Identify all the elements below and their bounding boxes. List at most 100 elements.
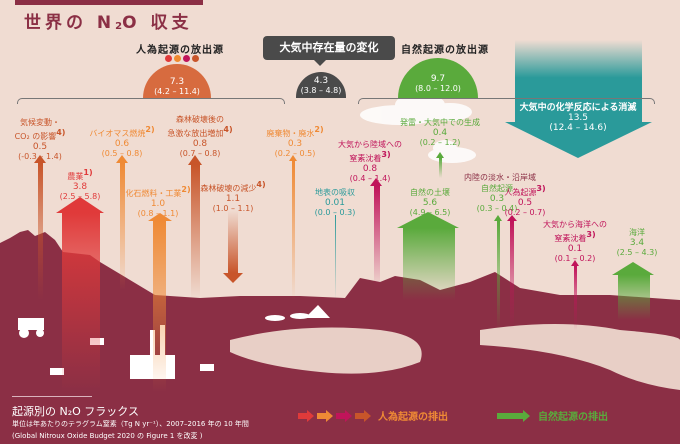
ocean-deposition-arrow xyxy=(570,260,580,330)
anthropogenic-legend-label: 人為起源の排出 xyxy=(378,412,448,423)
flux-range: (0.2 – 0.7) xyxy=(504,208,546,217)
legend-arrow-icon xyxy=(355,410,371,422)
anthropogenic-header: 人為起源の放出源 xyxy=(136,45,224,56)
inland-header: 内陸の淡水・沿岸域 xyxy=(464,173,536,182)
ocean-deposition-label: 大気から海洋への窒素沈着3)0.1(0.1 – 0.2) xyxy=(543,220,607,264)
flux-name: 気候変動・ xyxy=(20,118,60,127)
sink-arrow xyxy=(515,40,642,124)
climate-label: 気候変動・CO₂ の影響4)0.5(-0.3 – 1.4) xyxy=(15,118,66,162)
natural-legend-arrow xyxy=(497,410,530,422)
flux-range: (-0.3 – 1.4) xyxy=(18,152,62,161)
sink-arrow-head xyxy=(505,122,652,158)
category-dot xyxy=(165,55,172,62)
flux-name: 森林破壊後の xyxy=(175,115,224,124)
flux-value: 0.8 xyxy=(362,164,378,174)
deforest-reduction-label: 森林破壊の減少4) 1.1(1.0 – 1.1) xyxy=(200,180,265,214)
lightning-arrow xyxy=(435,152,445,178)
flux-name: 人為起源 xyxy=(504,188,537,197)
flux-name: 廃棄物・廃水 xyxy=(266,129,315,138)
header-pointer xyxy=(314,60,326,66)
waste-label: 廃棄物・廃水2)0.3(0.2 – 0.5) xyxy=(266,125,323,159)
flux-name: 自然の土壌 xyxy=(410,188,450,197)
natural-header: 自然起源の放出源 xyxy=(401,45,489,56)
flux-value: 0.3 xyxy=(489,194,505,204)
land-deposition-arrow xyxy=(370,178,384,290)
biomass-arrow xyxy=(116,155,128,290)
ocean-arrow xyxy=(612,262,655,320)
flux-name: 地表の吸収 xyxy=(315,188,355,197)
flux-range: (0.8 – 1.1) xyxy=(137,209,179,218)
flux-value: 3.8 xyxy=(72,182,88,192)
anthropogenic-legend-arrows xyxy=(298,410,371,422)
flux-name: 森林破壊の減少 xyxy=(200,184,257,193)
post-deforest-arrow xyxy=(187,155,203,300)
legend-unit: 単位は年あたりのテラグラム窒素（Tg N yr⁻¹）、2007–2016 年の … xyxy=(12,420,249,428)
tractor xyxy=(18,318,44,338)
footnote-mark: 3) xyxy=(536,184,546,193)
atmosphere-change-total: 4.3(3.8 – 4.8) xyxy=(296,72,346,98)
flux-range: (0.4 – 1.4) xyxy=(349,174,391,183)
anthropogenic-bracket xyxy=(17,98,285,104)
category-dot xyxy=(174,55,181,62)
flux-value: 1.1 xyxy=(225,194,241,204)
flux-range: (2.5 – 5.8) xyxy=(59,192,101,201)
footnote-mark: 2) xyxy=(145,125,155,134)
atmosphere-change-header: 大気中存在量の変化 xyxy=(263,36,395,60)
flux-value: 0.5 xyxy=(517,198,533,208)
flux-name: 農業 xyxy=(67,172,84,181)
flux-range: (0.5 – 0.8) xyxy=(101,149,143,158)
flux-value: 0.6 xyxy=(114,139,130,149)
flux-name: 化石燃料・工業 xyxy=(125,189,182,198)
flux-name: 大気から海洋への xyxy=(543,220,607,229)
waste-arrow xyxy=(288,155,298,300)
title-bar xyxy=(15,0,203,5)
flux-name: CO₂ の影響 xyxy=(14,132,57,141)
biomass-label: バイオマス燃焼2) 0.6(0.5 – 0.8) xyxy=(89,125,154,159)
flux-value: 0.3 xyxy=(287,139,303,149)
footnote-mark: 3) xyxy=(381,150,391,159)
flux-name: 大気から陸域への xyxy=(338,140,402,149)
flux-value: 0.8 xyxy=(192,139,208,149)
flux-value: 0.01 xyxy=(324,198,346,208)
flux-name: 自然起源 xyxy=(481,184,513,193)
flux-range: (1.0 – 1.1) xyxy=(212,204,254,213)
flux-range: (0.0 – 0.3) xyxy=(314,208,356,217)
inland-anthro-arrow xyxy=(506,215,517,330)
lake xyxy=(230,327,422,374)
flux-range: (0.2 – 0.5) xyxy=(274,149,316,158)
footnote-mark: 2) xyxy=(181,185,191,194)
fossil-arrow xyxy=(147,213,172,392)
legend-source: (Global Nitroux Oxide Budget 2020 の Figu… xyxy=(12,432,203,440)
soil-arrow xyxy=(397,212,460,300)
footnote-mark: 3) xyxy=(586,230,596,239)
flux-range: (2.5 – 4.3) xyxy=(616,248,658,257)
flux-value: 3.4 xyxy=(629,238,645,248)
post-deforest-label: 森林破壊後の急激な放出増加4)0.8(0.7 – 0.8) xyxy=(167,115,232,159)
legend-arrow-icon xyxy=(336,410,352,422)
flux-range: (4.9 – 6.5) xyxy=(409,208,451,217)
climate-arrow xyxy=(34,155,46,300)
flux-range: (0.7 – 0.8) xyxy=(179,149,221,158)
surface-sink-arrow xyxy=(332,215,339,300)
flux-name: バイオマス燃焼 xyxy=(89,129,146,138)
legend-divider xyxy=(12,396,92,397)
page-title: 世界の N2O 収支 xyxy=(24,13,193,33)
natural-bracket xyxy=(358,98,655,104)
footnote-mark: 4) xyxy=(256,180,266,189)
flux-range: (0.1 – 0.2) xyxy=(554,254,596,263)
footnote-mark: 4) xyxy=(56,128,66,137)
agriculture-label: 農業1)3.8(2.5 – 5.8) xyxy=(60,168,101,202)
inland-anthro-label: 人為起源3)0.5(0.2 – 0.7) xyxy=(504,184,545,218)
category-dot xyxy=(192,55,199,62)
anthropogenic-dots xyxy=(165,55,199,62)
category-dot xyxy=(183,55,190,62)
inland-natural-arrow xyxy=(493,215,503,330)
flux-range: (0.3 – 0.4) xyxy=(476,204,518,213)
flux-value: 0.1 xyxy=(567,244,583,254)
footnote-mark: 4) xyxy=(223,125,233,134)
legend-arrow-icon xyxy=(497,410,530,422)
